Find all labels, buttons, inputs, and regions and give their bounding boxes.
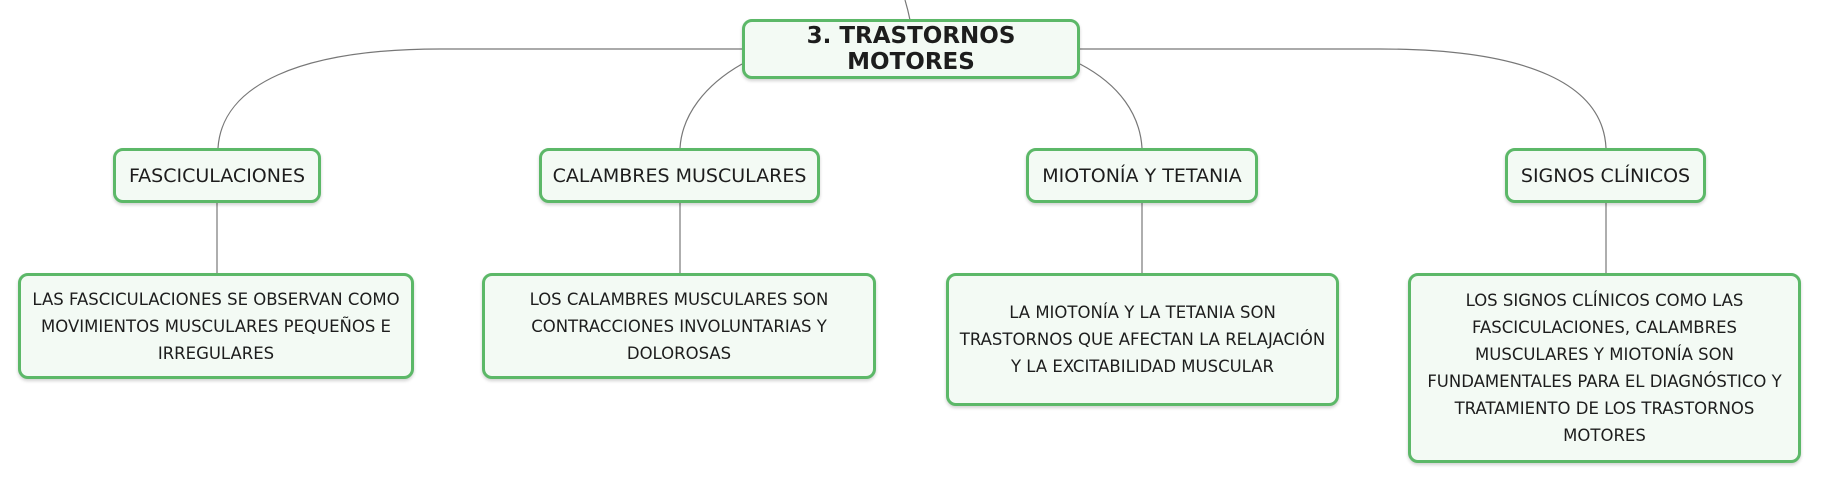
branch-label: SIGNOS CLÍNICOS bbox=[1520, 164, 1691, 187]
detail-node-signos[interactable]: LOS SIGNOS CLÍNICOS COMO LAS FASCICULACI… bbox=[1408, 273, 1801, 463]
root-label: 3. TRASTORNOS MOTORES bbox=[806, 23, 1016, 75]
connector-parent bbox=[904, 0, 911, 21]
branch-label: CALAMBRES MUSCULARES bbox=[552, 164, 807, 187]
branch-node-signos[interactable]: SIGNOS CLÍNICOS bbox=[1505, 148, 1706, 203]
connector-root-signos bbox=[1080, 48, 1607, 149]
detail-node-fasciculaciones[interactable]: LAS FASCICULACIONES SE OBSERVAN COMO MOV… bbox=[18, 273, 414, 379]
connector-root-calambres bbox=[679, 63, 743, 149]
branch-label: FASCICULACIONES bbox=[128, 164, 306, 187]
detail-node-calambres[interactable]: LOS CALAMBRES MUSCULARES SON CONTRACCION… bbox=[482, 273, 876, 379]
branch-node-miotonia[interactable]: MIOTONÍA Y TETANIA bbox=[1026, 148, 1258, 203]
detail-text: LOS SIGNOS CLÍNICOS COMO LAS FASCICULACI… bbox=[1427, 291, 1782, 445]
root-node[interactable]: 3. TRASTORNOS MOTORES bbox=[742, 19, 1080, 79]
detail-text: LOS CALAMBRES MUSCULARES SON CONTRACCION… bbox=[529, 289, 829, 363]
branch-node-fasciculaciones[interactable]: FASCICULACIONES bbox=[113, 148, 321, 203]
detail-text: LAS FASCICULACIONES SE OBSERVAN COMO MOV… bbox=[32, 289, 400, 363]
detail-node-miotonia[interactable]: LA MIOTONÍA Y LA TETANIA SON TRASTORNOS … bbox=[946, 273, 1339, 406]
connector-root-fasciculaciones bbox=[217, 48, 742, 149]
branch-label: MIOTONÍA Y TETANIA bbox=[1042, 164, 1242, 187]
connector-root-miotonia bbox=[1079, 63, 1143, 149]
branch-node-calambres[interactable]: CALAMBRES MUSCULARES bbox=[539, 148, 820, 203]
detail-text: LA MIOTONÍA Y LA TETANIA SON TRASTORNOS … bbox=[959, 303, 1326, 376]
